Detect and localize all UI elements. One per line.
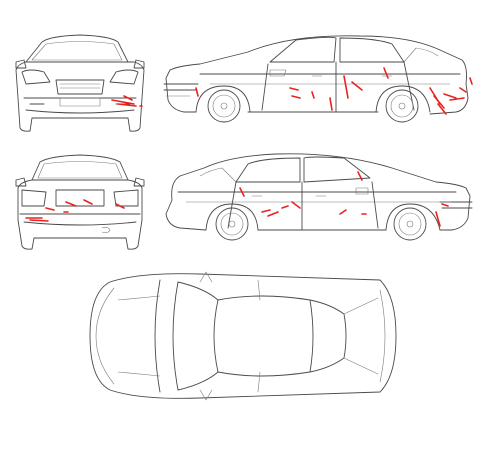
damage-mark [351, 81, 363, 91]
damage-mark [435, 211, 441, 227]
top-view [89, 271, 397, 401]
damage-marks [25, 67, 473, 227]
damage-mark [383, 67, 389, 79]
damage-mark [459, 87, 467, 93]
damage-mark [83, 199, 93, 205]
damage-mark [449, 97, 465, 101]
damage-mark [239, 187, 245, 197]
damage-mark [437, 103, 447, 115]
damage-mark [115, 203, 125, 209]
rear-view [15, 154, 145, 250]
damage-mark [123, 95, 133, 101]
damage-mark [261, 209, 271, 213]
damage-mark [311, 91, 315, 99]
damage-mark [195, 87, 199, 97]
damage-mark [343, 75, 349, 99]
damage-mark [289, 87, 299, 91]
damage-mark [117, 103, 137, 107]
damage-mark [433, 95, 445, 109]
damage-mark [267, 211, 279, 217]
damage-mark [443, 93, 457, 99]
side-view-lower [165, 153, 473, 241]
damage-mark [291, 201, 301, 209]
damage-mark [29, 219, 49, 222]
damage-mark [469, 77, 473, 85]
damage-mark [339, 209, 347, 215]
damage-mark [441, 203, 449, 207]
damage-mark [45, 207, 55, 211]
damage-mark [329, 97, 333, 111]
front-view [15, 34, 145, 132]
damage-mark [291, 95, 301, 99]
damage-mark [357, 171, 363, 181]
damage-mark [111, 99, 135, 105]
damage-mark [65, 201, 77, 207]
side-view-upper [163, 35, 469, 123]
damage-mark [281, 205, 289, 209]
